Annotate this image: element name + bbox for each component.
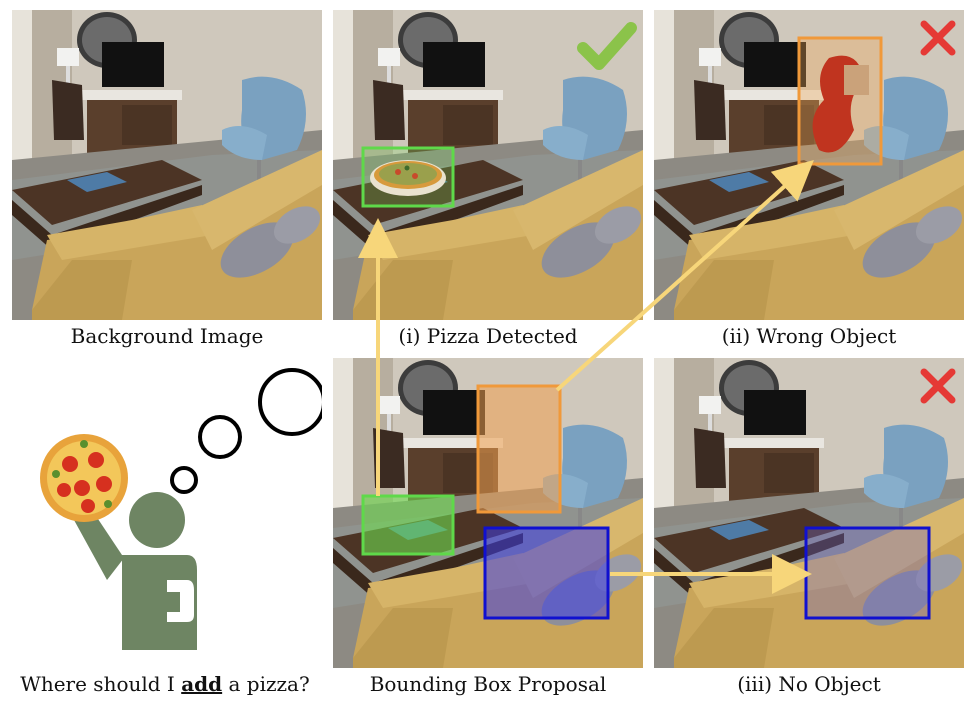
cross-icon xyxy=(920,20,956,56)
room-image xyxy=(654,10,964,320)
question-suffix: a pizza? xyxy=(222,672,310,696)
background-image-panel xyxy=(12,10,322,320)
bounding-box-proposal-panel xyxy=(333,358,643,668)
pizza-icon xyxy=(40,434,128,522)
green-proposal-box xyxy=(361,494,455,556)
pizza-icon xyxy=(370,160,446,196)
thought-bubble-large xyxy=(258,368,322,436)
room-image xyxy=(654,358,964,668)
room-image xyxy=(12,10,322,320)
wrong-object-panel xyxy=(654,10,964,320)
person-icon xyxy=(74,492,197,650)
question-caption: Where should I add a pizza? xyxy=(0,672,330,696)
blue-proposal-box xyxy=(483,526,610,620)
caption-detected: (i) Pizza Detected xyxy=(398,324,578,348)
caption-background: Background Image xyxy=(70,324,264,348)
blue-bounding-box xyxy=(804,526,931,620)
room-image xyxy=(333,358,643,668)
caption-proposal: Bounding Box Proposal xyxy=(369,672,607,696)
thought-bubble-small xyxy=(170,466,198,494)
person-illustration xyxy=(40,368,322,650)
caption-wrong: (ii) Wrong Object xyxy=(721,324,897,348)
room-image xyxy=(333,10,643,320)
caption-noobject: (iii) No Object xyxy=(737,672,881,696)
question-emphasis: add xyxy=(181,672,223,696)
check-icon xyxy=(577,22,637,70)
pizza-detected-panel xyxy=(333,10,643,320)
no-object-panel xyxy=(654,358,964,668)
orange-proposal-box xyxy=(476,384,562,514)
cross-icon xyxy=(920,368,956,404)
thought-bubble-medium xyxy=(198,415,242,459)
question-prefix: Where should I xyxy=(20,672,182,696)
